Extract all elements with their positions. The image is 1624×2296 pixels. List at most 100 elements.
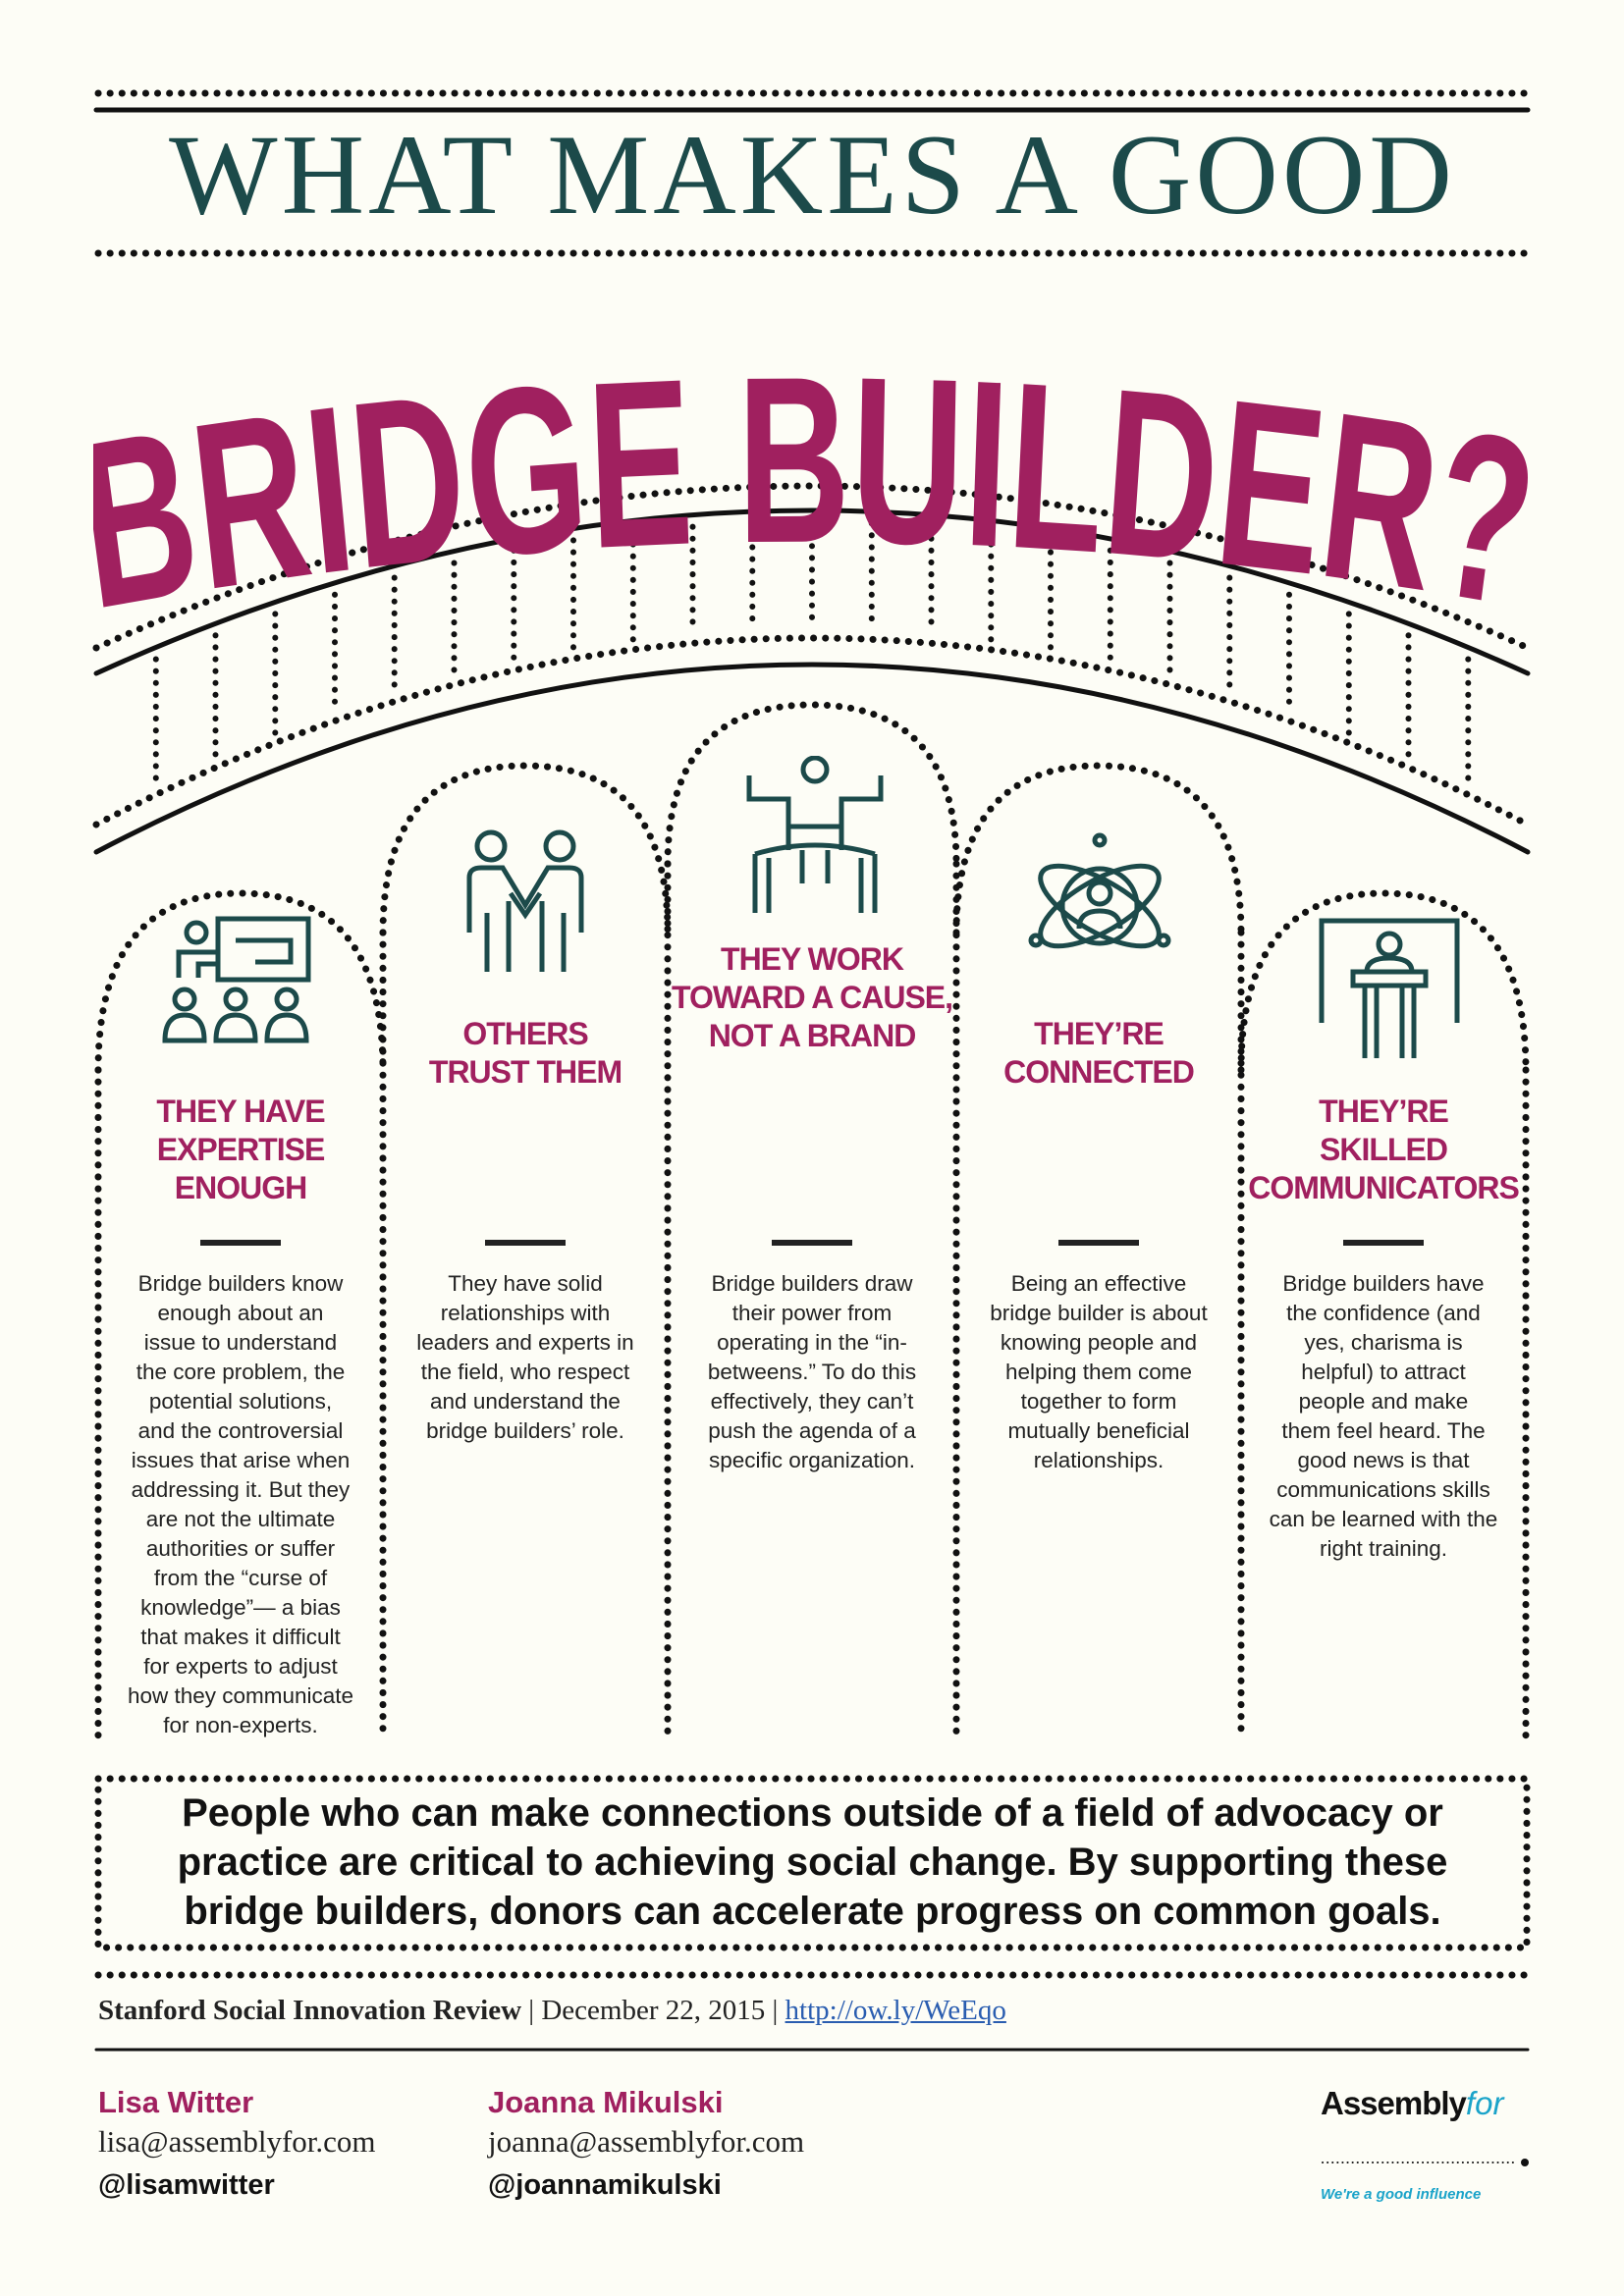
heading-line: COMMUNICATORS	[1248, 1170, 1520, 1205]
source-publication: Stanford Social Innovation Review	[98, 1995, 522, 2026]
column-dash	[772, 1240, 852, 1246]
callout-line: practice are critical to achieving socia…	[177, 1841, 1448, 1884]
body-line: push the agenda of a	[708, 1418, 916, 1443]
author-email-2[interactable]: joanna@assemblyfor.com	[488, 2124, 805, 2159]
body-line: bridge builders’ role.	[426, 1418, 624, 1443]
body-line: and the controversial	[137, 1418, 344, 1443]
author-name-1: Lisa Witter	[98, 2085, 254, 2119]
author-name-2: Joanna Mikulski	[488, 2085, 724, 2119]
heading-line: ENOUGH	[174, 1170, 307, 1205]
body-line: Bridge builders draw	[711, 1271, 913, 1296]
bridge-railings	[152, 519, 1472, 788]
column-arch-2	[379, 762, 672, 936]
source-line: Stanford Social Innovation Review | Dece…	[98, 1995, 1006, 2027]
callout-line: bridge builders, donors can accelerate p…	[184, 1890, 1441, 1933]
column-dash	[485, 1240, 566, 1246]
heading-line: CONNECTED	[1003, 1054, 1195, 1090]
author-handle-2[interactable]: @joannamikulski	[488, 2169, 722, 2201]
body-line: Bridge builders have	[1282, 1271, 1485, 1296]
body-line: specific organization.	[708, 1448, 916, 1472]
body-line: communications skills	[1276, 1477, 1490, 1502]
heading-line: THEY’RE	[1319, 1094, 1449, 1129]
atom-person-icon	[1028, 832, 1171, 949]
body-line: leaders and experts in	[416, 1330, 634, 1355]
heading-line: THEY WORK	[721, 941, 904, 977]
assemblyfor-logo: Assemblyfor	[1321, 2085, 1503, 2122]
column-dash	[1343, 1240, 1424, 1246]
bridge-deck-solid	[93, 662, 1531, 855]
callout-line: People who can make connections outside …	[182, 1791, 1443, 1835]
bridge-arch-solid	[93, 507, 1531, 676]
body-line: They have solid	[448, 1271, 603, 1296]
body-line: people and make	[1298, 1389, 1469, 1414]
heading-line: NOT A BRAND	[708, 1018, 917, 1053]
body-line: betweens.” To do this	[707, 1360, 917, 1384]
heading-line: THEY HAVE	[156, 1094, 325, 1129]
body-line: issue to understand	[143, 1330, 338, 1355]
body-connected: Being an effective bridge builder is abo…	[964, 1269, 1233, 1475]
body-line: yes, charisma is	[1304, 1330, 1463, 1355]
body-line: the confidence (and	[1286, 1301, 1481, 1325]
heading-line: TOWARD A CAUSE,	[671, 980, 953, 1015]
bridge-arch-dotted	[92, 482, 1532, 652]
body-line: them feel heard. The	[1281, 1418, 1486, 1443]
body-line: and understand the	[430, 1389, 621, 1414]
column-arch-1	[94, 889, 387, 1074]
heading-connected: THEY’RE CONNECTED	[956, 1015, 1241, 1092]
author-handle-1[interactable]: @lisamwitter	[98, 2169, 275, 2201]
logo-dotted-rule	[1321, 2154, 1532, 2166]
logo-word: Assembly	[1321, 2085, 1467, 2121]
source-date: December 22, 2015	[541, 1995, 766, 2026]
body-line: the core problem, the	[135, 1360, 346, 1384]
body-line: Bridge builders know	[137, 1271, 344, 1296]
body-line: how they communicate	[127, 1683, 354, 1708]
page-title-line1: WHAT MAKES A GOOD	[169, 112, 1456, 239]
column-arch-5	[1237, 889, 1530, 1074]
heading-line: OTHERS	[462, 1016, 588, 1051]
body-line: relationships.	[1033, 1448, 1164, 1472]
body-line: relationships with	[440, 1301, 611, 1325]
callout-box	[94, 1775, 1531, 1951]
body-line: effectively, they can’t	[710, 1389, 914, 1414]
logo-tagline: We're a good influence	[1321, 2186, 1482, 2203]
logo-suffix: for	[1465, 2085, 1504, 2121]
finish-line-person-icon	[746, 756, 884, 913]
body-communicators: Bridge builders have the confidence (and…	[1249, 1269, 1518, 1564]
expertise-presentation-icon	[162, 916, 311, 1043]
heading-trust: OTHERS TRUST THEM	[383, 1015, 668, 1092]
body-line: operating in the “in-	[717, 1330, 907, 1355]
svg-text:BRIDGE BUILDER?: BRIDGE BUILDER?	[93, 327, 1532, 618]
heading-expertise: THEY HAVE EXPERTISE ENOUGH	[98, 1093, 383, 1207]
body-line: helping them come	[1004, 1360, 1193, 1384]
column-arch-3	[664, 701, 960, 868]
body-line: can be learned with the	[1269, 1507, 1498, 1531]
column-dash	[200, 1240, 281, 1246]
heading-line: EXPERTISE	[156, 1132, 326, 1167]
author-email-1[interactable]: lisa@assemblyfor.com	[98, 2124, 376, 2159]
body-line: for experts to adjust	[143, 1654, 338, 1679]
heading-cause: THEY WORK TOWARD A CAUSE, NOT A BRAND	[668, 940, 956, 1055]
body-line: that makes it difficult	[140, 1625, 341, 1649]
source-link[interactable]: http://ow.ly/WeEqo	[785, 1995, 1006, 2026]
callout-text: People who can make connections outside …	[108, 1789, 1517, 1936]
bridge-deck-dotted	[92, 634, 1532, 828]
column-arch-4	[952, 762, 1245, 936]
body-line: knowing people and	[1000, 1330, 1198, 1355]
body-line: authorities or suffer	[145, 1536, 336, 1561]
body-line: bridge builder is about	[990, 1301, 1208, 1325]
column-dash	[1058, 1240, 1139, 1246]
body-cause: Bridge builders draw their power from op…	[676, 1269, 948, 1475]
body-trust: They have solid relationships with leade…	[391, 1269, 660, 1446]
body-line: Being an effective	[1010, 1271, 1187, 1296]
body-line: for non-experts.	[163, 1713, 318, 1737]
body-line: right training.	[1319, 1536, 1448, 1561]
body-line: enough about an	[157, 1301, 324, 1325]
heading-communicators: THEY’RE SKILLED COMMUNICATORS	[1241, 1093, 1526, 1207]
body-line: mutually beneficial	[1007, 1418, 1190, 1443]
body-line: knowledge”— a bias	[140, 1595, 341, 1620]
handshake-people-icon	[466, 829, 584, 972]
source-separator: |	[772, 1995, 779, 2026]
body-line: potential solutions,	[148, 1389, 333, 1414]
heading-line: THEY’RE	[1034, 1016, 1164, 1051]
page-title-line2: BRIDGE BUILDER?	[93, 327, 1532, 618]
